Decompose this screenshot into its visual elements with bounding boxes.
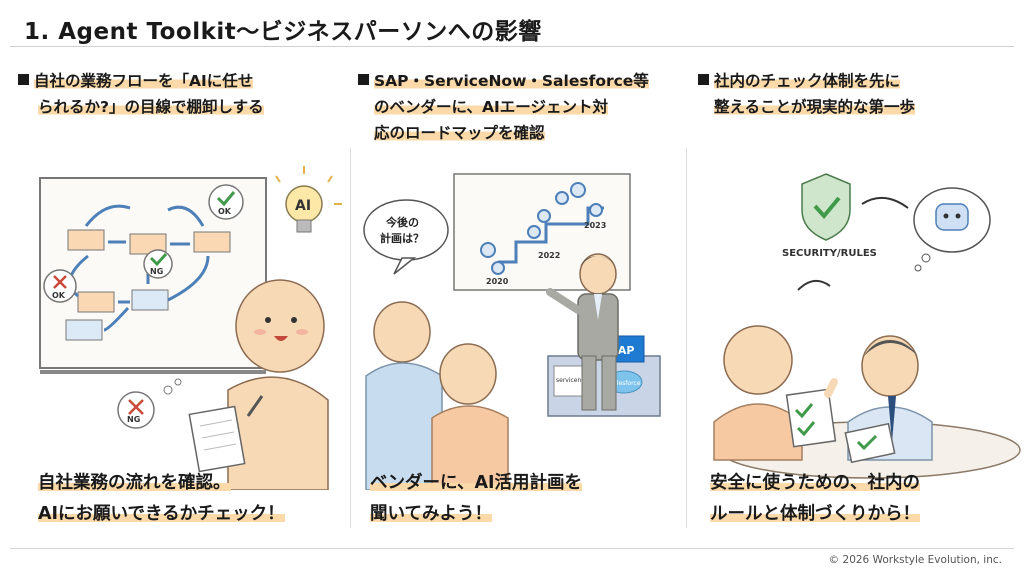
svg-text:NG: NG	[127, 415, 140, 424]
column-heading: SAP・ServiceNow・Salesforce等 のベンダーに、AIエージェ…	[358, 68, 690, 146]
robot-icon	[935, 203, 969, 231]
svg-text:AI: AI	[295, 198, 311, 214]
column-heading: 社内のチェック体制を先に 整えることが現実的な第一歩	[698, 68, 1024, 120]
column-caption: 自社業務の流れを確認。 AIにお願いできるかチェック！	[38, 473, 285, 524]
bullet-square-icon	[698, 74, 709, 85]
svg-text:OK: OK	[218, 207, 232, 216]
page-title: 1. Agent Toolkit～ビジネスパーソンへの影響	[24, 19, 542, 45]
column-heading: 自社の業務フローを「AIに任せ られるか?」の目線で棚卸しする	[18, 68, 350, 120]
column-checks: 社内のチェック体制を先に 整えることが現実的な第一歩 SECURITY/RULE…	[698, 60, 1024, 540]
svg-text:salesforce: salesforce	[610, 380, 641, 387]
column-caption: ベンダーに、AI活用計画を 聞いてみよう！	[370, 473, 583, 524]
lightbulb-icon: AI	[275, 166, 342, 233]
svg-text:SECURITY/RULES: SECURITY/RULES	[782, 248, 877, 259]
bullet-square-icon	[18, 74, 29, 85]
bullet-square-icon	[358, 74, 369, 85]
svg-text:OK: OK	[52, 291, 66, 300]
gear-icon	[480, 182, 603, 275]
column-caption: 安全に使うための、社内の ルールと体制づくりから！	[710, 473, 920, 524]
workflow-illustration: OK NG OK NG AI	[39, 166, 342, 490]
column-divider	[686, 148, 687, 528]
shield-icon	[801, 173, 851, 241]
svg-text:2022: 2022	[538, 251, 560, 260]
svg-text:今後の: 今後の	[385, 215, 419, 229]
column-workflow: 自社の業務フローを「AIに任せ られるか?」の目線で棚卸しする OK NG	[18, 60, 348, 540]
svg-text:2023: 2023	[584, 221, 606, 230]
checks-illustration: SECURITY/RULES	[713, 173, 1021, 479]
svg-text:2020: 2020	[486, 277, 509, 286]
column-vendor: SAP・ServiceNow・Salesforce等 のベンダーに、AIエージェ…	[358, 60, 688, 540]
copyright-footer: © 2026 Workstyle Evolution, inc.	[828, 554, 1002, 566]
footer-divider	[10, 548, 1014, 549]
title-divider	[10, 46, 1014, 47]
vendor-illustration: 2020 2022 2023 今後の 計画は？ SAP servicenow s…	[363, 173, 661, 490]
svg-text:計画は？: 計画は？	[380, 231, 424, 245]
column-divider	[350, 148, 351, 528]
svg-text:servicenow: servicenow	[556, 377, 590, 384]
svg-text:NG: NG	[150, 267, 163, 276]
